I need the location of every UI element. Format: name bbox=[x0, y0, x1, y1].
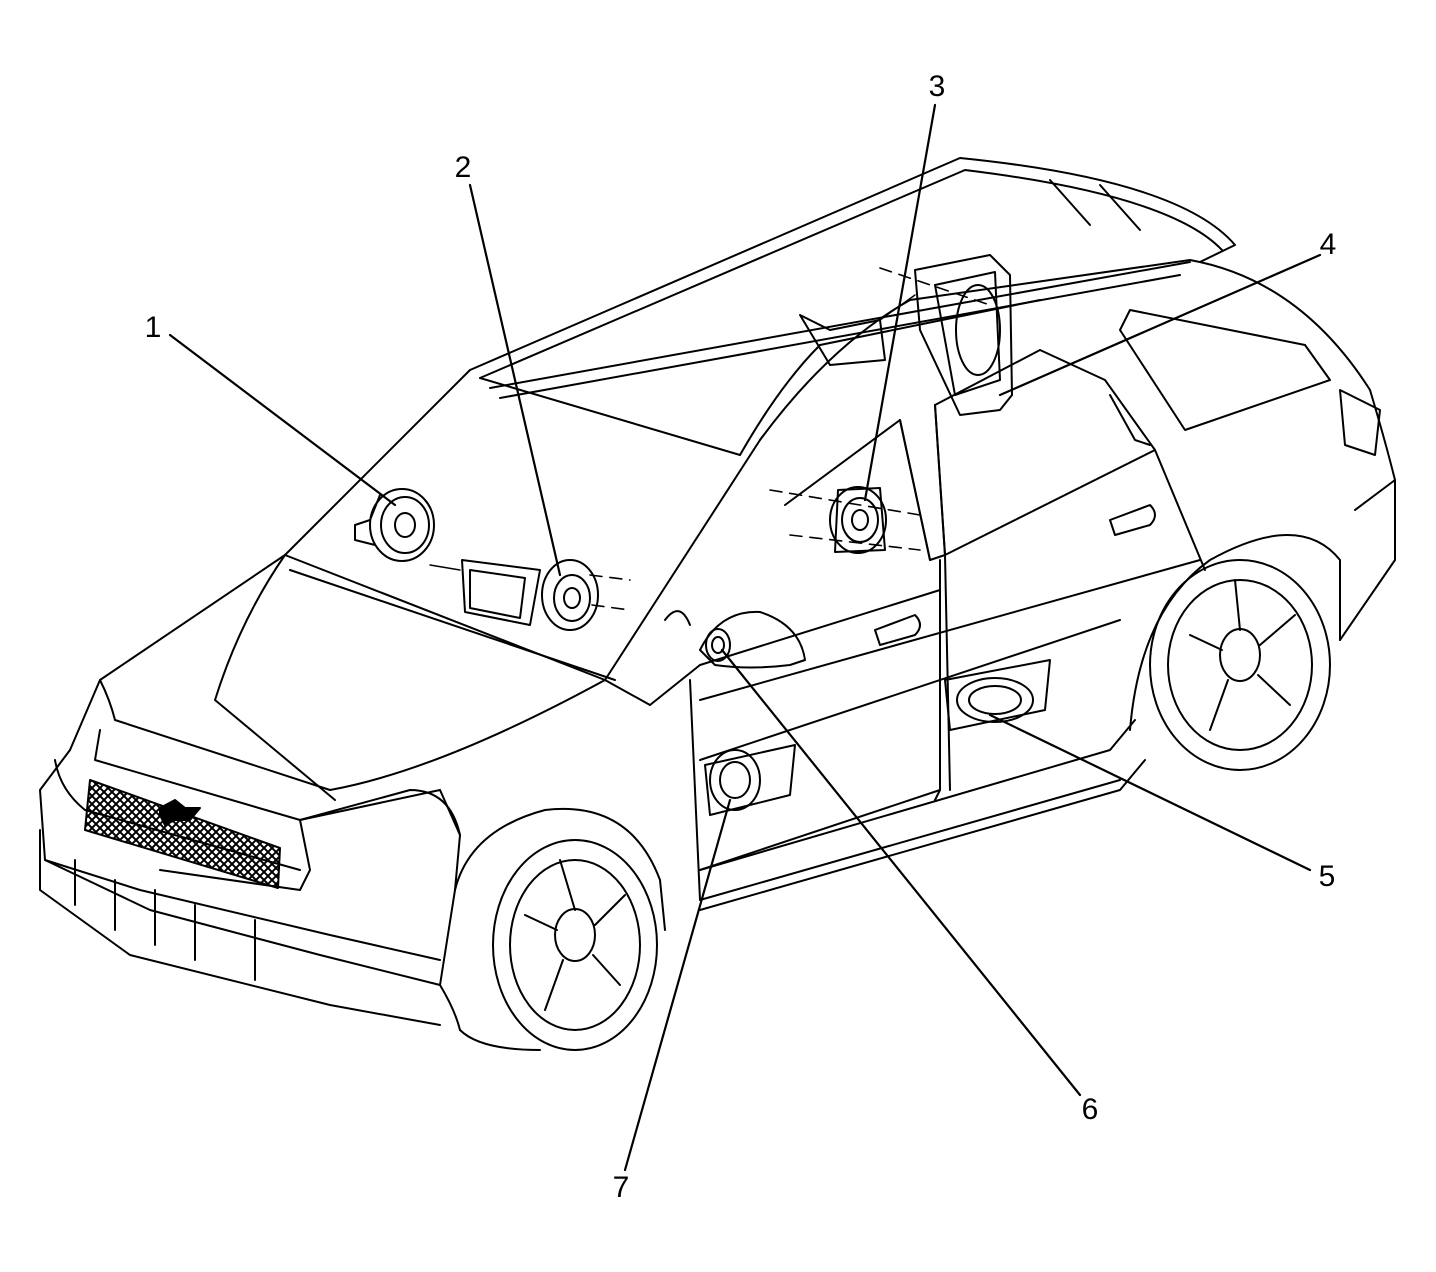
speaker-6-tweeter bbox=[664, 610, 731, 662]
leader-2 bbox=[468, 183, 562, 577]
leader-3 bbox=[863, 103, 937, 502]
callout-2: 2 bbox=[454, 151, 472, 184]
speaker-2-front bbox=[429, 559, 631, 631]
speaker-4-subwoofer bbox=[799, 254, 1013, 416]
speaker-1-tweeter bbox=[354, 488, 435, 562]
callout-7: 7 bbox=[612, 1171, 630, 1204]
leader-lines bbox=[168, 103, 1322, 1172]
leader-7 bbox=[623, 798, 732, 1172]
leader-1 bbox=[168, 333, 397, 507]
speaker-7-front-door bbox=[704, 744, 796, 816]
leader-4 bbox=[998, 253, 1322, 397]
speaker-5-rear-door bbox=[944, 659, 1051, 731]
callout-6: 6 bbox=[1081, 1093, 1099, 1126]
callout-4: 4 bbox=[1319, 228, 1337, 261]
callout-3: 3 bbox=[928, 70, 946, 103]
callout-1: 1 bbox=[144, 311, 162, 344]
vehicle-body bbox=[39, 157, 1396, 1051]
leader-5 bbox=[988, 713, 1312, 872]
leader-6 bbox=[720, 648, 1082, 1097]
callout-5: 5 bbox=[1318, 860, 1336, 893]
speaker-3-rear bbox=[769, 486, 921, 554]
